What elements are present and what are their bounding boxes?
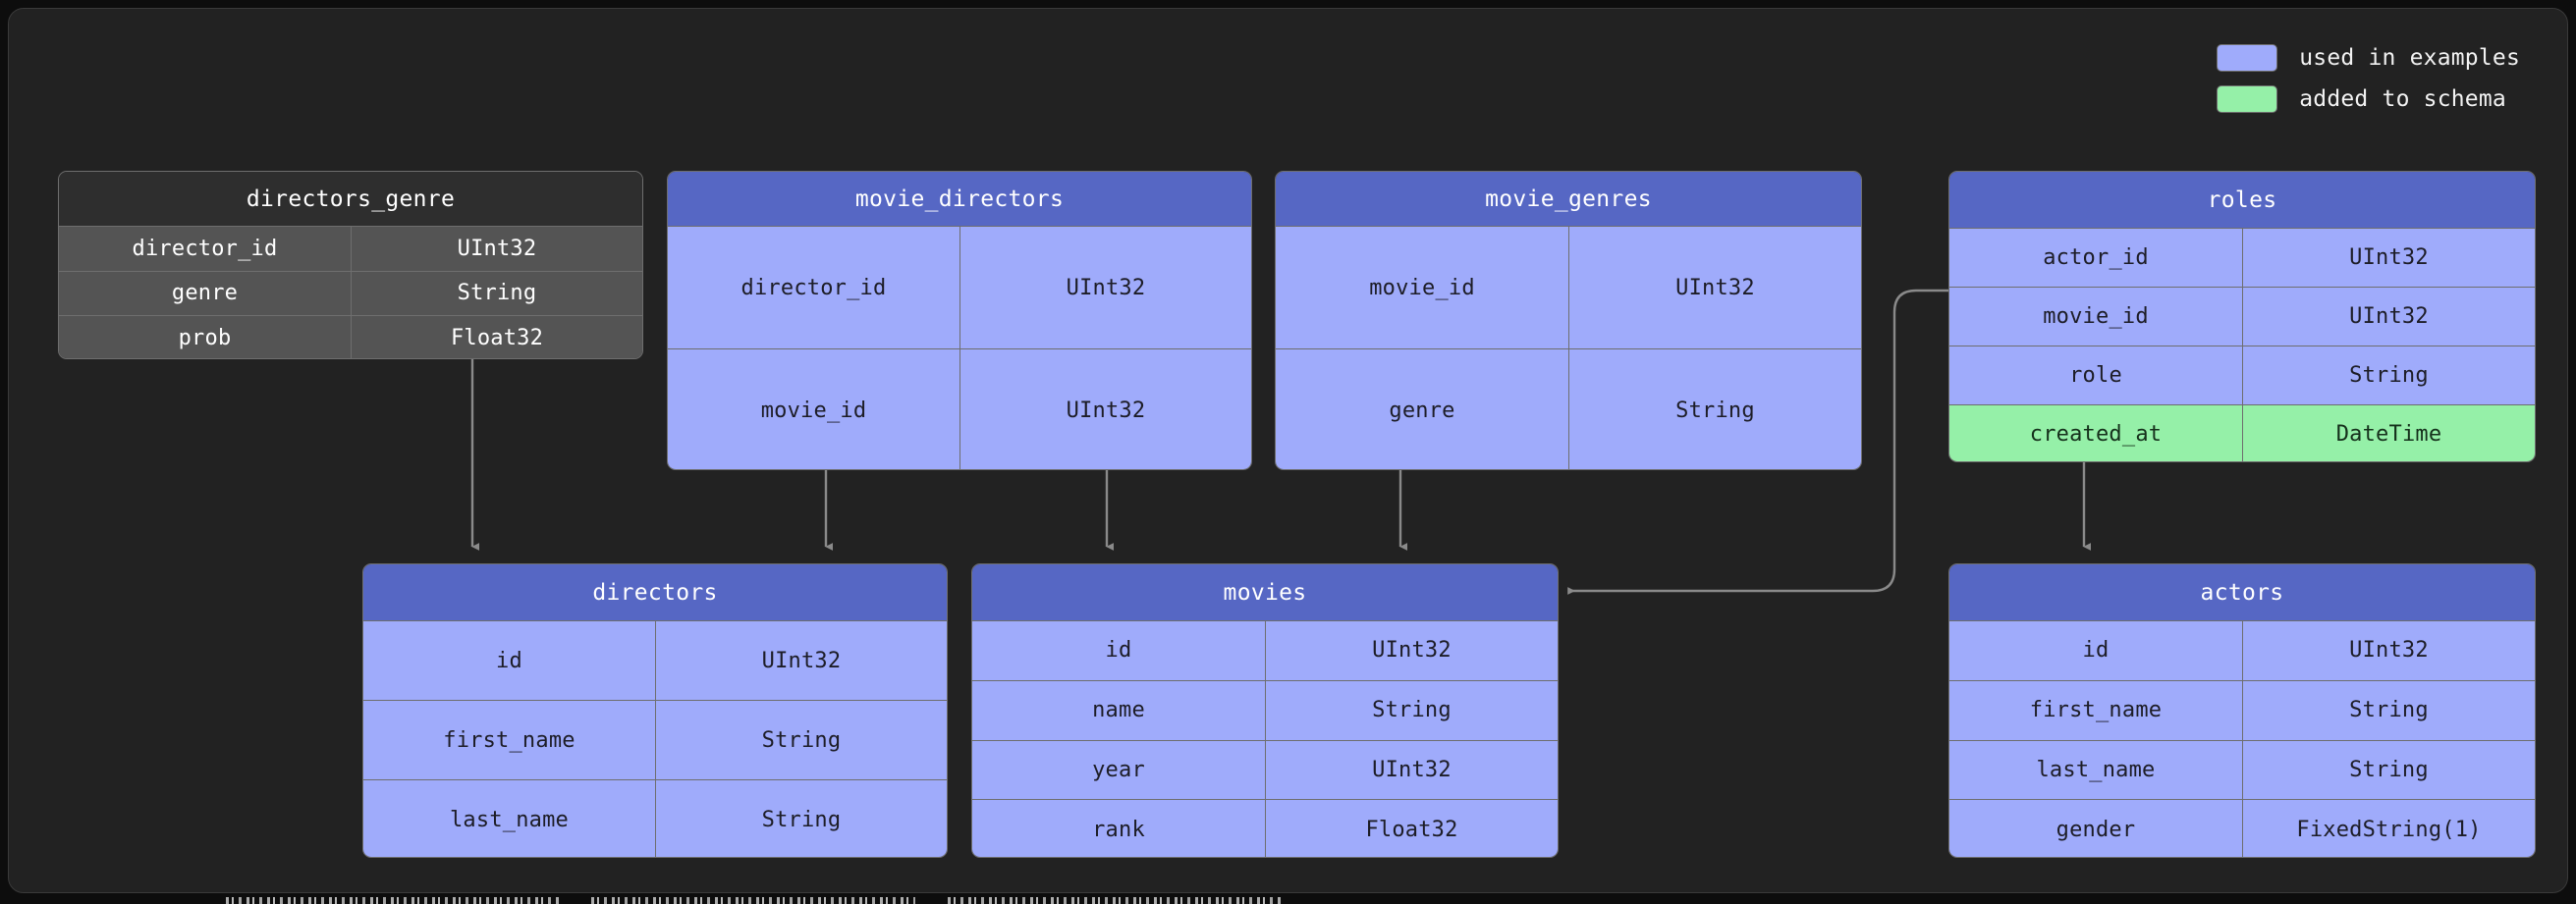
column-name-cell: id: [496, 648, 522, 673]
column-name-cell: first_name: [443, 727, 575, 753]
table-row[interactable]: year UInt32: [972, 739, 1558, 800]
table-row[interactable]: role String: [1949, 346, 2535, 404]
column-type-cell: String: [1568, 349, 1861, 469]
column-type-cell: String: [351, 271, 642, 316]
column-name-cell: movie_id: [760, 398, 867, 423]
column-name-cell: name: [1092, 698, 1145, 723]
column-name-cell: year: [1092, 757, 1145, 782]
column-type-cell: String: [1265, 680, 1558, 740]
table-row[interactable]: movie_id UInt32: [1949, 287, 2535, 346]
column-name-cell: director_id: [740, 275, 887, 300]
column-type-cell: String: [2242, 740, 2535, 800]
column-name-cell: rank: [1092, 817, 1145, 842]
column-name-cell: first_name: [2029, 698, 2163, 723]
column-type-cell: String: [2242, 680, 2535, 740]
table-directors_genre[interactable]: directors_genre director_id UInt32 genre Str…: [58, 171, 643, 359]
table-title-roles: roles: [1949, 172, 2535, 228]
table-title-actors: actors: [1949, 564, 2535, 620]
table-title-movie_genres: movie_genres: [1276, 172, 1861, 226]
column-name-cell: movie_id: [1369, 275, 1475, 300]
column-type-cell: FixedString(1): [2242, 800, 2535, 857]
cut-off-text-line-2: [591, 897, 915, 904]
column-type-cell: String: [655, 780, 947, 857]
column-name-cell: genre: [1389, 398, 1455, 423]
table-movie_genres[interactable]: movie_genres movie_id UInt32 genre String: [1275, 171, 1862, 470]
table-row[interactable]: director_id UInt32: [59, 226, 642, 271]
column-name-cell: prob: [178, 326, 232, 351]
column-name-cell: actor_id: [2043, 245, 2149, 270]
column-type-cell: UInt32: [1265, 621, 1558, 680]
column-name-cell: role: [2069, 363, 2122, 388]
table-title-directors: directors: [363, 564, 947, 620]
column-type-cell: String: [655, 701, 947, 779]
table-row[interactable]: rank Float32: [972, 799, 1558, 857]
table-row[interactable]: name String: [972, 679, 1558, 740]
legend-item-used-in-examples: used in examples: [2217, 44, 2520, 72]
column-type-cell: UInt32: [959, 227, 1251, 348]
column-name-cell: director_id: [132, 236, 278, 261]
table-title-movies: movies: [972, 564, 1558, 620]
cut-off-text-strip: [226, 897, 1336, 904]
column-name-cell: last_name: [2036, 757, 2156, 782]
table-row[interactable]: id UInt32: [1949, 620, 2535, 680]
table-row[interactable]: actor_id UInt32: [1949, 228, 2535, 287]
table-row[interactable]: last_name String: [1949, 739, 2535, 800]
cut-off-text-line-1: [226, 897, 560, 904]
column-type-cell: UInt32: [351, 227, 642, 271]
column-name-cell: id: [2082, 638, 2110, 664]
table-row[interactable]: movie_id UInt32: [1276, 226, 1861, 348]
table-row[interactable]: id UInt32: [363, 620, 947, 700]
legend-swatch-added-to-schema: [2217, 85, 2278, 113]
column-type-cell: DateTime: [2242, 405, 2535, 461]
column-name-cell: movie_id: [2043, 304, 2149, 329]
column-name-cell: created_at: [2029, 422, 2163, 447]
table-row[interactable]: genre String: [1276, 348, 1861, 469]
column-type-cell: UInt32: [2242, 288, 2535, 346]
column-type-cell: Float32: [1265, 800, 1558, 857]
legend: used in examples added to schema: [2217, 44, 2520, 113]
column-name-cell: id: [1105, 638, 1132, 664]
table-title-directors_genre: directors_genre: [59, 172, 642, 226]
column-type-cell: String: [2242, 346, 2535, 404]
column-type-cell: Float32: [351, 316, 642, 358]
legend-swatch-used-in-examples: [2217, 44, 2278, 72]
column-name-cell: last_name: [449, 807, 569, 832]
column-type-cell: UInt32: [1265, 740, 1558, 800]
table-row[interactable]: prob Float32: [59, 315, 642, 358]
table-row[interactable]: first_name String: [363, 700, 947, 779]
schema-canvas: used in examples added to schema directo…: [8, 8, 2568, 893]
column-type-cell: UInt32: [959, 349, 1251, 469]
table-row[interactable]: last_name String: [363, 779, 947, 857]
table-row[interactable]: first_name String: [1949, 679, 2535, 740]
cut-off-text-line-3: [948, 897, 1282, 904]
table-title-movie_directors: movie_directors: [668, 172, 1251, 226]
table-row[interactable]: director_id UInt32: [668, 226, 1251, 348]
table-row[interactable]: id UInt32: [972, 620, 1558, 680]
column-type-cell: UInt32: [1568, 227, 1861, 348]
legend-label-added-to-schema: added to schema: [2299, 86, 2506, 112]
table-row[interactable]: gender FixedString(1): [1949, 799, 2535, 857]
table-row[interactable]: movie_id UInt32: [668, 348, 1251, 469]
column-type-cell: UInt32: [2242, 229, 2535, 287]
column-name-cell: genre: [171, 281, 239, 306]
table-row[interactable]: created_at DateTime: [1949, 404, 2535, 461]
table-row[interactable]: genre String: [59, 270, 642, 316]
legend-label-used-in-examples: used in examples: [2299, 45, 2520, 71]
column-type-cell: UInt32: [655, 621, 947, 700]
column-name-cell: gender: [2055, 817, 2136, 842]
legend-item-added-to-schema: added to schema: [2217, 85, 2506, 113]
column-type-cell: UInt32: [2242, 621, 2535, 680]
